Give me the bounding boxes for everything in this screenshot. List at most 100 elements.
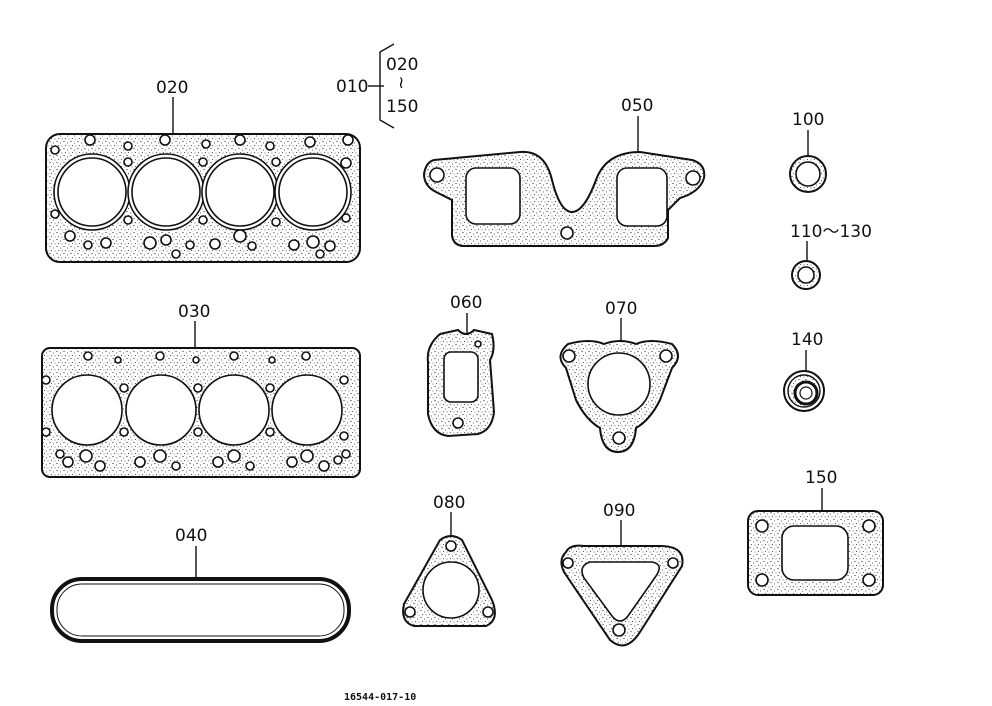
bolt-hole [62, 456, 74, 468]
part-030-label: 030 [178, 302, 210, 322]
bolt-hole [55, 449, 65, 459]
bolt-hole [193, 427, 203, 437]
part-050-label: 050 [621, 96, 653, 116]
bolt-hole [185, 240, 195, 250]
bolt-hole [265, 383, 275, 393]
bolt-hole [192, 356, 200, 364]
bolt-hole [123, 157, 133, 167]
bolt-hole [341, 213, 351, 223]
bolt-hole [123, 141, 133, 151]
part-020-label: 020 [156, 78, 188, 98]
bolt-hole [64, 230, 76, 242]
part-070-flange-gasket[interactable]: 070 [559, 299, 679, 454]
kit-range-start: 020 [386, 55, 418, 75]
bolt-hole [341, 449, 351, 459]
part-050-manifold-gasket[interactable]: 050 [422, 96, 706, 247]
bolt-hole [160, 234, 172, 246]
cylinder-bore-inner [278, 157, 348, 227]
bolt-hole [268, 356, 276, 364]
kit-reference: 010 020 ≀ 150 [336, 43, 418, 129]
part-150-flange-gasket[interactable]: 150 [747, 468, 884, 596]
bolt-hole [304, 136, 316, 148]
bolt-hole [342, 134, 354, 146]
bolt-hole [94, 460, 106, 472]
part-090-label: 090 [603, 501, 635, 521]
bolt-hole [153, 449, 167, 463]
cylinder-bore [198, 374, 270, 446]
bolt-hole [193, 383, 203, 393]
bolt-hole [119, 427, 129, 437]
part-100-washer[interactable]: 100 [789, 110, 827, 193]
part-070-label: 070 [605, 299, 637, 319]
part-040-label: 040 [175, 526, 207, 546]
bolt-hole [286, 456, 298, 468]
bolt-hole [123, 215, 133, 225]
kit-label: 010 [336, 77, 368, 97]
bolt-hole [265, 427, 275, 437]
cylinder-bore [51, 374, 123, 446]
bolt-hole [315, 249, 325, 259]
bolt-hole [233, 229, 247, 243]
bolt-hole [83, 240, 93, 250]
part-110-130-washer[interactable]: 110～130 [790, 222, 872, 290]
part-080-label: 080 [433, 493, 465, 513]
part-110-label: 110～130 [790, 222, 872, 242]
bolt-hole [171, 249, 181, 259]
part-140-label: 140 [791, 330, 823, 350]
bolt-hole [114, 356, 122, 364]
bolt-hole [143, 236, 157, 250]
part-030-head-gasket[interactable]: 030 [41, 302, 361, 478]
bolt-hole [100, 237, 112, 249]
bolt-hole [41, 427, 51, 437]
kit-range-end: 150 [386, 97, 418, 117]
drawing-number: 16544-017-10 [344, 692, 416, 703]
bolt-hole [271, 157, 281, 167]
bolt-hole [339, 431, 349, 441]
bolt-hole [83, 351, 93, 361]
cylinder-bore [271, 374, 343, 446]
cylinder-bore [125, 374, 197, 446]
part-150-label: 150 [805, 468, 837, 488]
bolt-hole [198, 215, 208, 225]
bolt-hole [171, 461, 181, 471]
cylinder-bore-inner [205, 157, 275, 227]
part-060-gasket[interactable]: 060 [426, 293, 496, 438]
part-080-flange-gasket[interactable]: 080 [402, 493, 496, 627]
bolt-hole [50, 145, 60, 155]
bolt-hole [201, 139, 211, 149]
part-100-label: 100 [792, 110, 824, 130]
bolt-hole [301, 351, 311, 361]
bolt-hole [288, 239, 300, 251]
part-040-seal-ring[interactable]: 040 [50, 526, 351, 643]
bolt-hole [134, 456, 146, 468]
cylinder-bore-inner [57, 157, 127, 227]
bolt-hole [84, 134, 96, 146]
part-140-oil-seal[interactable]: 140 [783, 330, 825, 412]
part-090-gasket[interactable]: 090 [560, 501, 684, 647]
bolt-hole [209, 238, 221, 250]
bolt-hole [300, 449, 314, 463]
bolt-hole [159, 134, 171, 146]
bolt-hole [245, 461, 255, 471]
bolt-hole [306, 235, 320, 249]
bolt-hole [229, 351, 239, 361]
bolt-hole [333, 455, 343, 465]
bolt-hole [119, 383, 129, 393]
bolt-hole [324, 240, 336, 252]
kit-range-separator: ≀ [398, 73, 404, 93]
bolt-hole [198, 157, 208, 167]
bolt-hole [155, 351, 165, 361]
bolt-hole [79, 449, 93, 463]
bolt-hole [212, 456, 224, 468]
bolt-hole [41, 375, 51, 385]
bolt-hole [318, 460, 330, 472]
bolt-hole [50, 209, 60, 219]
part-020-head-gasket[interactable]: 020 [45, 78, 361, 263]
bolt-hole [265, 141, 275, 151]
bolt-hole [340, 157, 352, 169]
part-060-label: 060 [450, 293, 482, 313]
bolt-hole [227, 449, 241, 463]
cylinder-bore-inner [131, 157, 201, 227]
bolt-hole [271, 217, 281, 227]
